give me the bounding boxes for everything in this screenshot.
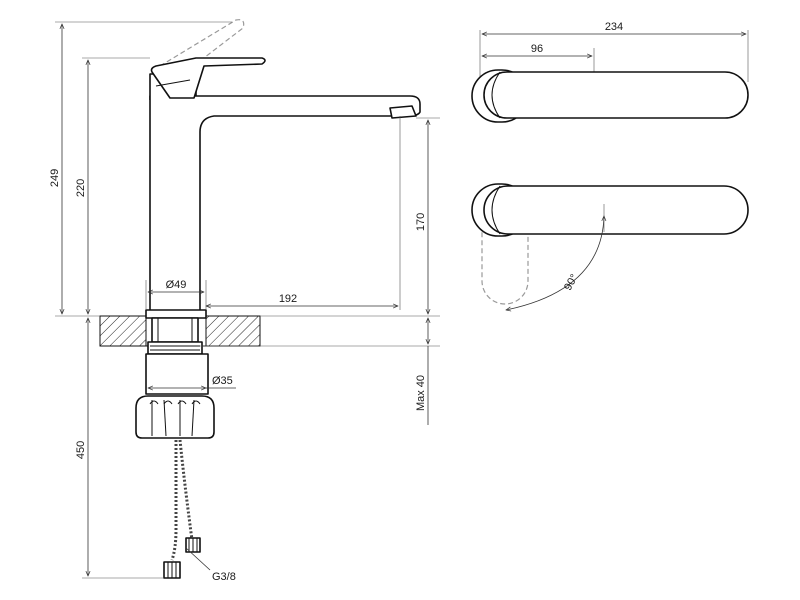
dim-handle-width: 96	[531, 43, 543, 55]
deck-flange	[145, 309, 207, 319]
dim-overall-height: 249	[49, 169, 61, 187]
top-view-rotated: 90°	[471, 183, 749, 310]
faucet-body	[149, 95, 421, 317]
lever-handle	[150, 57, 266, 99]
dim-outlet-height: 170	[415, 213, 427, 231]
lever-ghost	[159, 19, 245, 67]
top-view: 234 96 90°	[471, 21, 749, 310]
shank	[145, 317, 209, 395]
aerator	[389, 105, 417, 119]
dim-spout-height: 220	[75, 179, 87, 197]
dim-shank-diameter: Ø35	[212, 375, 233, 387]
dim-hose-length: 450	[75, 441, 87, 459]
top-view-closed	[471, 69, 749, 123]
supply-hoses	[163, 439, 201, 579]
dim-rotation-angle: 90°	[562, 272, 581, 292]
dim-thread: G3/8	[212, 571, 236, 583]
dim-spout-reach: 192	[279, 293, 297, 305]
dim-top-width: 234	[605, 21, 623, 33]
dim-body-diameter: Ø49	[166, 279, 187, 291]
mounting-nut	[135, 395, 215, 439]
dim-max-thickness: Max 40	[415, 375, 427, 411]
side-view: 249 220 170 Max 40 450 Ø49 192 Ø35 G3/8	[49, 19, 440, 583]
